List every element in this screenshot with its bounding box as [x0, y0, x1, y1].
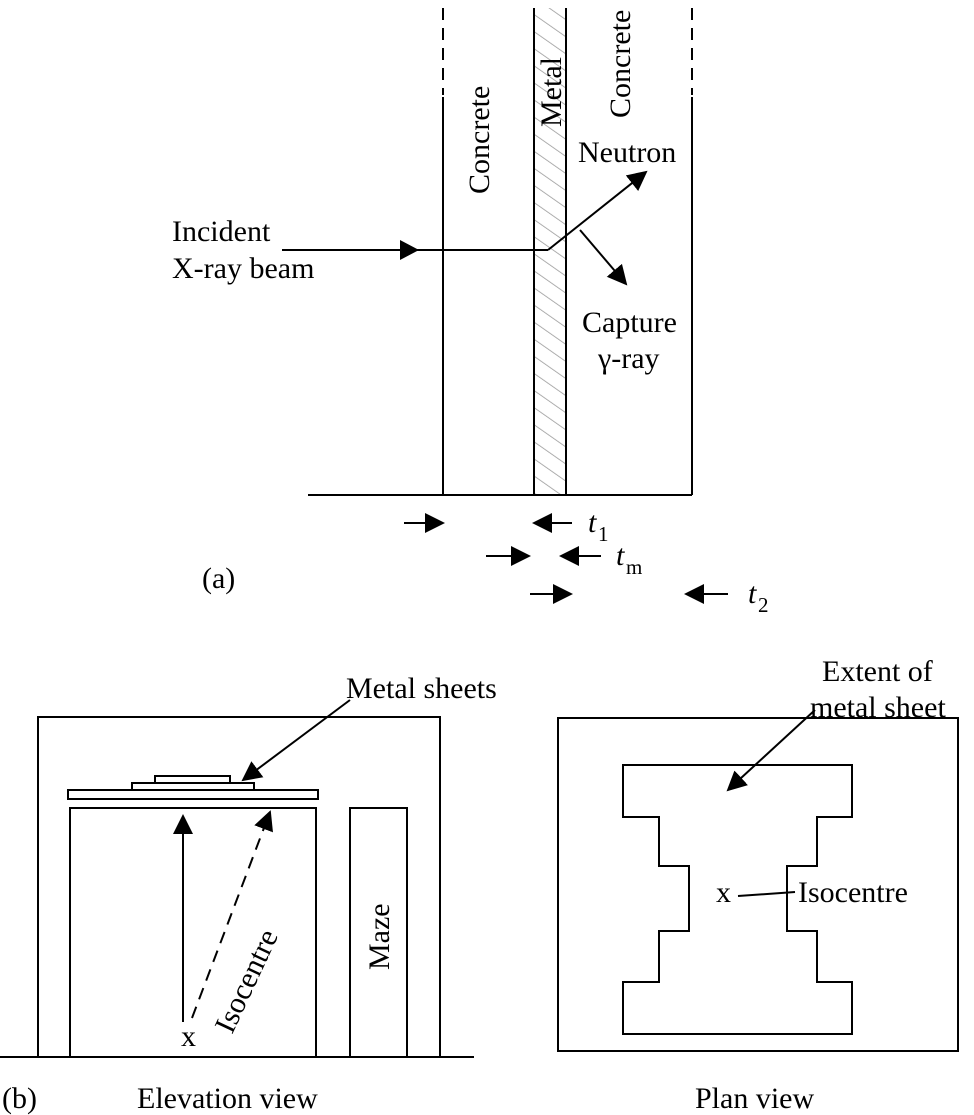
- isocentre-oblique-beam: [191, 810, 273, 1019]
- neutron-arrow: [547, 170, 648, 251]
- isocentre-plan-label: Isocentre: [798, 876, 908, 909]
- incident-beam-label-2: X-ray beam: [172, 252, 314, 285]
- tm-label: t: [616, 539, 625, 572]
- incident-beam-label-1: Incident: [172, 215, 271, 248]
- metal-sheet-extent: [622, 764, 853, 1035]
- part-b-label: (b): [2, 1082, 37, 1115]
- t1-label: t: [588, 506, 597, 539]
- capture-gamma-label-1: Capture: [582, 306, 677, 339]
- neutron-label: Neutron: [578, 136, 676, 169]
- elevation-view: Metal sheets x Isocentre Maze (b) Elevat…: [0, 672, 497, 1115]
- isocentre-elevation-label: Isocentre: [208, 924, 284, 1038]
- gamma-arrow: [579, 229, 628, 286]
- layer-left-label: Concrete: [463, 86, 496, 194]
- isocentre-plan-leader: [737, 891, 796, 897]
- extent-pointer: [726, 709, 816, 792]
- metal-sheets-pointer: [241, 699, 351, 782]
- plan-outer-boundary: [557, 717, 959, 1052]
- part-a-beams: Incident X-ray beam Neutron Capture γ-ra…: [172, 136, 677, 375]
- t2-label: t: [748, 577, 757, 610]
- t1-subscript: 1: [598, 522, 609, 546]
- isocentre-mark-plan: x: [716, 876, 731, 909]
- maze: [349, 807, 408, 1058]
- metal-sheet-middle: [131, 782, 255, 791]
- isocentre-mark-elevation: x: [181, 1020, 196, 1053]
- tm-subscript: m: [626, 555, 642, 579]
- elevation-view-label: Elevation view: [137, 1082, 318, 1115]
- extent-label-1: Extent of: [822, 655, 933, 688]
- layer-right-label: Concrete: [604, 10, 637, 118]
- part-a-barrier: Concrete Metal Concrete: [308, 8, 693, 496]
- capture-gamma-label-2: γ-ray: [597, 342, 660, 375]
- extent-label-2: metal sheet: [810, 691, 946, 724]
- metal-sheets-label: Metal sheets: [346, 672, 497, 705]
- layer-middle-label: Metal: [535, 57, 568, 127]
- metal-sheet-bottom: [67, 789, 319, 800]
- plan-view-label: Plan view: [695, 1082, 814, 1115]
- plan-view: Extent of metal sheet x Isocentre Plan v…: [557, 655, 959, 1115]
- treatment-room: [69, 807, 317, 1058]
- t2-subscript: 2: [758, 593, 769, 617]
- part-a-label: (a): [202, 562, 235, 595]
- metal-sheet-top: [154, 775, 231, 784]
- metal-layer: [534, 8, 566, 495]
- part-a-thickness-arrows: t 1 t m t 2 (a): [202, 506, 769, 617]
- maze-label: Maze: [363, 903, 396, 970]
- incident-beam-arrow: [400, 240, 419, 260]
